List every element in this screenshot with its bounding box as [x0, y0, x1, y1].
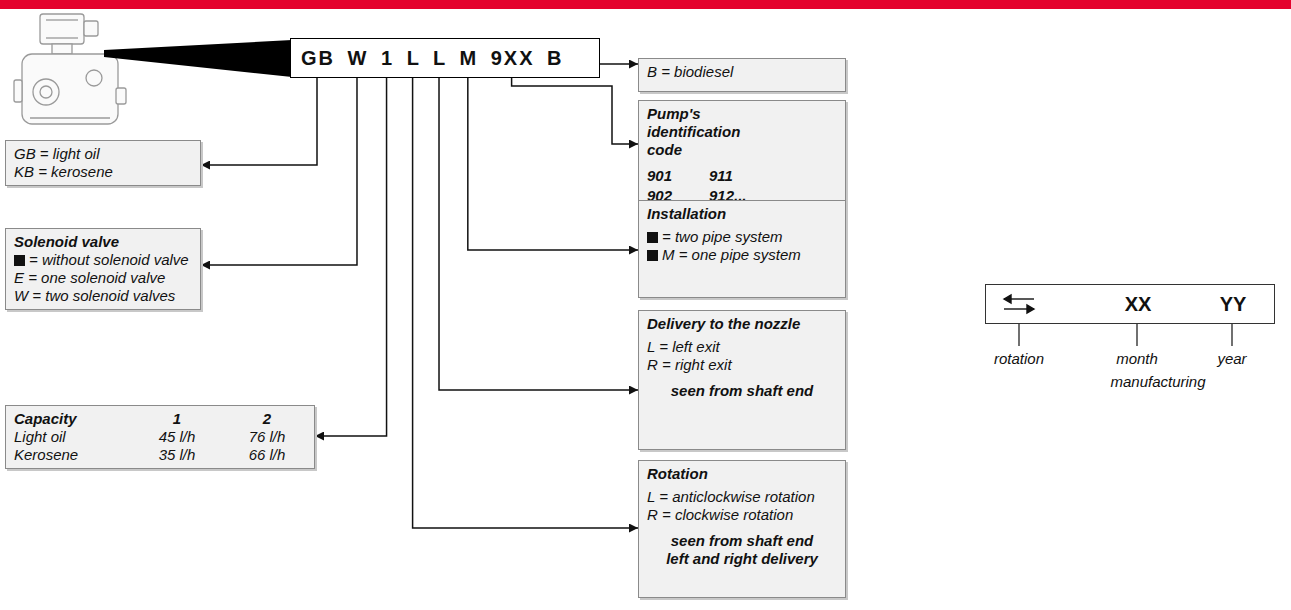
leader-arrow	[512, 78, 638, 144]
box-text: = two pipe system	[647, 228, 837, 246]
box-text: B = biodiesel	[647, 63, 837, 81]
top-bar	[0, 0, 1291, 9]
box-text: Light oil	[14, 428, 132, 446]
box-text: seen from shaft end left and right deliv…	[662, 532, 822, 568]
box-text: 1	[132, 410, 222, 428]
code-field-box: Installation = two pipe systemM = one pip…	[638, 200, 846, 298]
box-text: Kerosene	[14, 446, 132, 464]
marking-leaders	[1019, 324, 1232, 346]
code-field-box: Rotation L = anticlockwise rotationR = cl…	[638, 460, 846, 598]
box-text: KB = kerosene	[14, 163, 192, 181]
box-text: 35 l/h	[132, 446, 222, 464]
box-text: R = clockwise rotation	[647, 506, 837, 524]
code-field-box: Pump's identification code901911902912..…	[638, 100, 846, 210]
box-text: 66 l/h	[222, 446, 312, 464]
marking-label: rotation	[994, 350, 1044, 367]
box-heading: Installation	[647, 205, 837, 223]
leader-arrow	[439, 78, 638, 390]
box-text: = without solenoid valve	[14, 251, 192, 269]
capacity-table: Capacity12Light oil45 l/h76 l/hKerosene3…	[5, 405, 315, 469]
marking-box: XX YY	[985, 284, 1275, 324]
rotation-symbol	[1004, 295, 1034, 313]
box-heading: Rotation	[647, 465, 837, 483]
box-text: GB = light oil	[14, 145, 192, 163]
pump-illustration	[14, 14, 126, 124]
box-text: 2	[222, 410, 312, 428]
box-text: GB W 1 L L M 9XX B	[301, 46, 589, 70]
leader-arrow	[468, 78, 638, 250]
box-text: E = one solenoid valve	[14, 269, 192, 287]
marking-label: year	[1217, 350, 1246, 367]
box-text: L = left exit	[647, 338, 837, 356]
code-field-box: B = biodiesel	[638, 58, 846, 92]
box-heading: Delivery to the nozzle	[647, 315, 837, 333]
leader-arrow	[600, 63, 638, 65]
box-text: 901	[647, 167, 709, 185]
box-text: YY	[1220, 292, 1247, 316]
box-text: 911	[709, 167, 771, 185]
box-heading: Pump's identification code	[647, 105, 771, 159]
box-heading: Solenoid valve	[14, 233, 192, 251]
box-text: 45 l/h	[132, 428, 222, 446]
marking-label: manufacturing	[1110, 373, 1205, 390]
code-field-box: Delivery to the nozzle L = left exitR = r…	[638, 310, 846, 450]
leader-arrow	[201, 78, 357, 265]
leader-arrow	[315, 78, 387, 436]
code-box: GB W 1 L L M 9XX B	[290, 38, 600, 78]
code-field-box: GB = light oilKB = kerosene	[5, 140, 201, 186]
box-text: Capacity	[14, 410, 132, 428]
box-text: W = two solenoid valves	[14, 287, 192, 305]
box-text: seen from shaft end	[662, 382, 822, 400]
marking-label: month	[1116, 350, 1158, 367]
box-text: L = anticlockwise rotation	[647, 488, 837, 506]
box-text: 76 l/h	[222, 428, 312, 446]
leader-arrow	[413, 78, 638, 528]
box-text: R = right exit	[647, 356, 837, 374]
box-text: XX	[1125, 292, 1152, 316]
box-text: M = one pipe system	[647, 246, 837, 264]
code-field-box: Solenoid valve= without solenoid valveE …	[5, 228, 201, 310]
pointer-wedge	[104, 40, 292, 77]
leader-arrow	[201, 78, 317, 165]
